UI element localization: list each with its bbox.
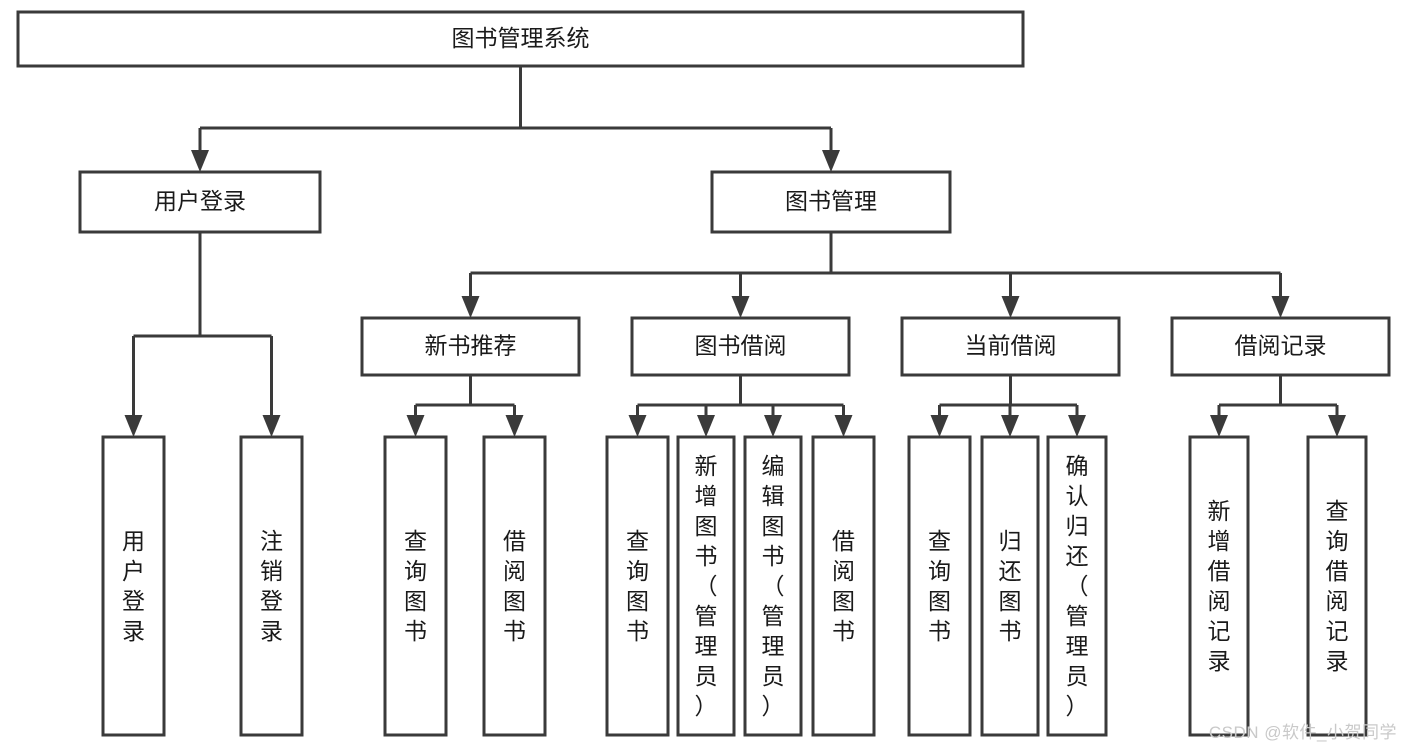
l3-1-arrow-2: [764, 415, 782, 437]
node-leaf-logout-rect: [239, 435, 304, 737]
connector-layer: [124, 66, 1346, 437]
node-leaf-query-book-3[interactable]: 查询图书: [907, 435, 972, 737]
l3-2-arrow-1: [1001, 415, 1019, 437]
node-leaf-logout[interactable]: 注销登录: [239, 435, 304, 737]
l3-1-arrow-0: [628, 415, 647, 437]
csdn-watermark: CSDN @软件_小贺同学: [1208, 723, 1397, 742]
node-leaf-user-login-label: 用户登录: [122, 528, 145, 644]
node-leaf-query-book-1-label: 查询图书: [404, 528, 427, 644]
node-current-borrow-label: 当前借阅: [965, 333, 1057, 359]
node-user-login-label: 用户登录: [154, 188, 246, 214]
node-book-borrow-label: 图书借阅: [695, 333, 787, 359]
l3-0-arrow-1: [505, 415, 524, 437]
node-leaf-return-book[interactable]: 归还图书: [980, 435, 1040, 737]
node-leaf-confirm-return-rect: [1046, 435, 1108, 737]
node-leaf-query-record-label: 查询借阅记录: [1326, 498, 1349, 674]
node-book-management-rect: [710, 170, 952, 234]
node-leaf-edit-book-rect: [743, 435, 803, 737]
node-leaf-query-book-2-rect: [605, 435, 670, 737]
node-leaf-add-record[interactable]: 新增借阅记录: [1188, 435, 1250, 737]
node-root-system-rect: [16, 10, 1025, 68]
user-login-arrow-1: [262, 415, 281, 437]
node-leaf-add-book[interactable]: 新增图书（管理员）: [676, 435, 736, 737]
node-leaf-confirm-return[interactable]: 确认归还（管理员）: [1046, 435, 1108, 737]
node-leaf-borrow-book-1-label: 借阅图书: [503, 528, 526, 644]
node-root-system-label: 图书管理系统: [452, 25, 590, 51]
book-management-arrow-3: [1271, 296, 1290, 318]
node-new-book-recommend[interactable]: 新书推荐: [360, 316, 581, 377]
node-current-borrow-rect: [900, 316, 1121, 377]
node-leaf-query-book-2-label: 查询图书: [626, 528, 649, 644]
node-leaf-add-record-rect: [1188, 435, 1250, 737]
node-leaf-query-book-3-label: 查询图书: [928, 528, 951, 644]
node-current-borrow[interactable]: 当前借阅: [900, 316, 1121, 377]
node-leaf-borrow-book-1[interactable]: 借阅图书: [482, 435, 547, 737]
node-book-borrow-rect: [630, 316, 851, 377]
node-leaf-query-book-1[interactable]: 查询图书: [383, 435, 448, 737]
node-new-book-recommend-rect: [360, 316, 581, 377]
node-new-book-recommend-label: 新书推荐: [425, 333, 517, 359]
l3-2-arrow-0: [930, 415, 949, 437]
node-leaf-query-record[interactable]: 查询借阅记录: [1306, 435, 1368, 737]
node-layer: 图书管理系统用户登录图书管理新书推荐图书借阅当前借阅借阅记录用户登录注销登录查询…: [16, 10, 1391, 737]
node-leaf-add-book-rect: [676, 435, 736, 737]
node-leaf-add-record-label: 新增借阅记录: [1208, 498, 1231, 674]
l3-0-arrow-0: [406, 415, 425, 437]
root-arrow-0: [191, 150, 209, 172]
node-leaf-return-book-rect: [980, 435, 1040, 737]
node-leaf-edit-book-label: 编辑图书（管理员）: [762, 453, 785, 719]
book-management-arrow-1: [731, 296, 750, 318]
node-leaf-query-record-rect: [1306, 435, 1368, 737]
node-leaf-edit-book[interactable]: 编辑图书（管理员）: [743, 435, 803, 737]
l3-3-arrow-0: [1210, 415, 1228, 437]
book-management-arrow-0: [461, 296, 480, 318]
node-leaf-user-login[interactable]: 用户登录: [101, 435, 166, 737]
node-borrow-record-rect: [1170, 316, 1391, 377]
node-leaf-user-login-rect: [101, 435, 166, 737]
node-borrow-record[interactable]: 借阅记录: [1170, 316, 1391, 377]
node-leaf-query-book-2[interactable]: 查询图书: [605, 435, 670, 737]
node-leaf-return-book-label: 归还图书: [999, 528, 1022, 644]
node-book-borrow[interactable]: 图书借阅: [630, 316, 851, 377]
node-leaf-query-book-3-rect: [907, 435, 972, 737]
node-book-management-label: 图书管理: [785, 188, 877, 214]
node-leaf-add-book-label: 新增图书（管理员）: [695, 453, 718, 719]
node-leaf-borrow-book-1-rect: [482, 435, 547, 737]
node-leaf-borrow-book-2-label: 借阅图书: [832, 528, 855, 644]
l3-1-arrow-3: [834, 415, 853, 437]
node-user-login-rect: [78, 170, 322, 234]
user-login-arrow-0: [124, 415, 143, 437]
node-root-system[interactable]: 图书管理系统: [16, 10, 1025, 68]
node-leaf-borrow-book-2-rect: [811, 435, 876, 737]
root-arrow-1: [822, 150, 840, 172]
node-book-management[interactable]: 图书管理: [710, 170, 952, 234]
node-leaf-borrow-book-2[interactable]: 借阅图书: [811, 435, 876, 737]
node-user-login[interactable]: 用户登录: [78, 170, 322, 234]
node-leaf-logout-label: 注销登录: [260, 528, 283, 644]
l3-3-arrow-1: [1328, 415, 1346, 437]
book-management-arrow-2: [1001, 296, 1020, 318]
node-leaf-query-book-1-rect: [383, 435, 448, 737]
node-leaf-confirm-return-label: 确认归还（管理员）: [1066, 453, 1089, 719]
node-borrow-record-label: 借阅记录: [1235, 333, 1327, 359]
l3-2-arrow-2: [1068, 415, 1086, 437]
l3-1-arrow-1: [697, 415, 715, 437]
